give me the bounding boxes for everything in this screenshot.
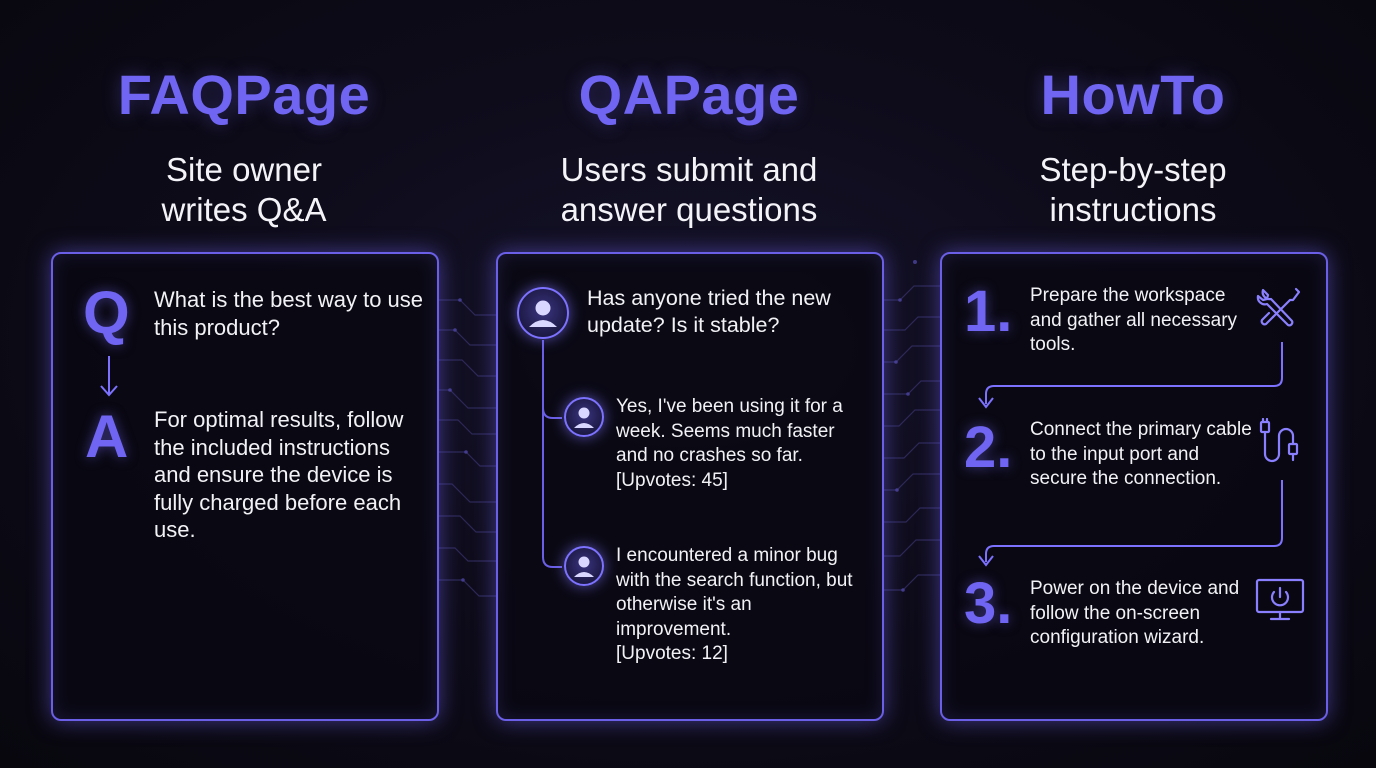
step-text: Prepare the workspace and gather all nec… [1030, 285, 1238, 355]
reply-text: I encountered a minor bug with the searc… [616, 545, 853, 640]
user-icon [574, 556, 594, 577]
howto-title: HowTo [1040, 63, 1226, 126]
power-monitor-icon [1255, 578, 1305, 621]
faqpage-title: FAQPage [117, 63, 371, 126]
arrow-down-icon [100, 356, 118, 397]
tools-icon [1256, 287, 1301, 327]
faqpage-card: Q A What is the best way to use this pro… [51, 252, 439, 721]
reply-author-avatar [564, 397, 604, 437]
qapage-subtitle: Users submit and answer questions [496, 150, 882, 230]
reply-text: Yes, I've been using it for a week. Seem… [616, 396, 843, 466]
qa-reply: I encountered a minor bug with the searc… [616, 544, 866, 667]
reply-upvotes: [Upvotes: 45] [616, 469, 728, 491]
reply-upvotes: [Upvotes: 12] [616, 643, 728, 664]
question-author-avatar [517, 287, 569, 339]
question-letter: Q [83, 279, 130, 346]
qapage-subtitle-line1: Users submit and [560, 151, 818, 188]
reply-author-avatar [564, 546, 604, 586]
howto-subtitle: Step-by-step instructions [940, 150, 1326, 230]
thread-connector [542, 340, 562, 568]
step-text: Power on the device and follow the on-sc… [1030, 578, 1240, 648]
qapage-subtitle-line2: answer questions [560, 191, 818, 228]
step-flow-connector [978, 342, 1283, 567]
faqpage-subtitle-line1: Site owner [166, 151, 322, 188]
qapage-card: Has anyone tried the new update? Is it s… [496, 252, 884, 721]
qapage-title: QAPage [578, 63, 800, 126]
faqpage-subtitle: Site owner writes Q&A [51, 150, 437, 230]
howto-subtitle-line2: instructions [1049, 191, 1217, 228]
user-icon [529, 300, 557, 327]
faqpage-subtitle-line2: writes Q&A [161, 191, 327, 228]
step-text: Connect the primary cable to the input p… [1030, 419, 1252, 489]
faq-answer-text: For optimal results, follow the included… [154, 407, 404, 542]
step-number: 2. [964, 415, 1013, 480]
qa-reply: Yes, I've been using it for a week. Seem… [616, 395, 866, 493]
cable-icon [1259, 418, 1299, 463]
howto-card: 1. Prepare the workspace and gather all … [940, 252, 1328, 721]
step-number: 1. [964, 279, 1013, 344]
step-number: 3. [964, 571, 1013, 636]
user-icon [574, 407, 594, 428]
faq-question-text: What is the best way to use this product… [154, 287, 424, 340]
howto-subtitle-line1: Step-by-step [1039, 151, 1227, 188]
qa-question-text: Has anyone tried the new update? Is it s… [587, 286, 831, 337]
answer-letter: A [85, 403, 129, 470]
